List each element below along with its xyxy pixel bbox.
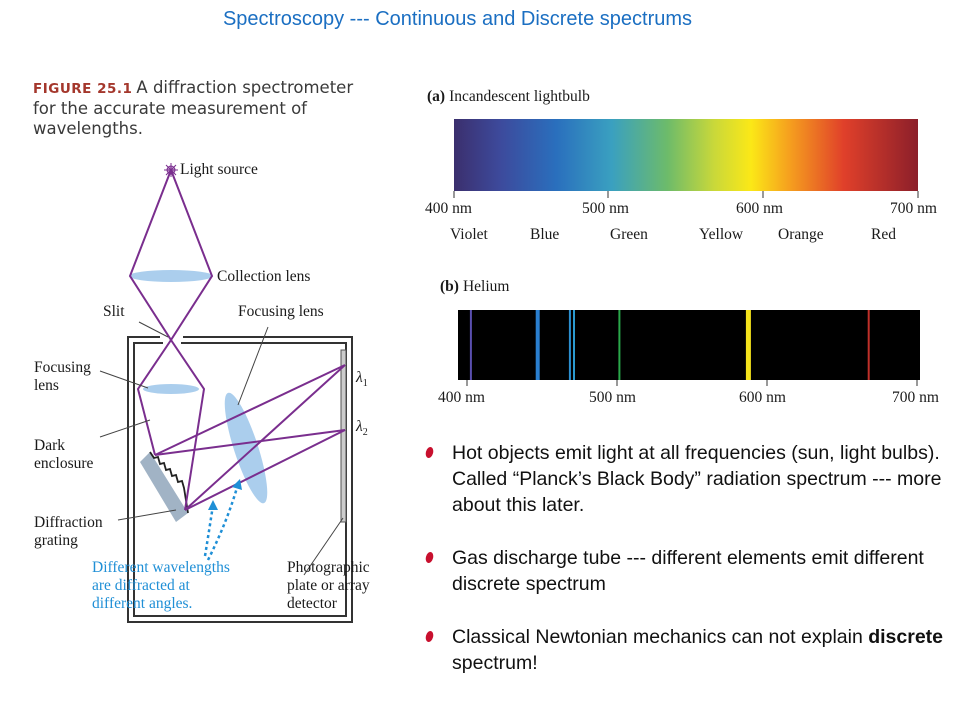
focusing-lens-right bbox=[224, 392, 268, 504]
label-focusing-lens-top: Focusing lens bbox=[238, 303, 324, 320]
leader-lines bbox=[99, 321, 344, 576]
helium-band bbox=[458, 310, 920, 380]
bullet-text: Gas discharge tube --- different element… bbox=[452, 547, 924, 595]
figure-caption-text: A diffraction spectrometer for the accur… bbox=[33, 78, 354, 138]
collection-lens bbox=[129, 270, 213, 282]
spectrometer-diagram bbox=[99, 163, 353, 623]
bullet-emphasis: discrete bbox=[868, 626, 944, 648]
dark-enclosure-box bbox=[127, 336, 353, 623]
emission-line bbox=[573, 310, 575, 380]
panel-a-tick-400: 400 nm bbox=[425, 200, 472, 217]
color-orange: Orange bbox=[778, 226, 824, 243]
label-different-wavelengths: Different wavelengths are diffracted at … bbox=[92, 559, 230, 612]
bullet-icon bbox=[425, 447, 434, 458]
slide-title: Spectroscopy --- Continuous and Discrete… bbox=[222, 8, 693, 30]
panel-b-tick-500: 500 nm bbox=[589, 389, 636, 406]
panel-a-tick-500: 500 nm bbox=[582, 200, 629, 217]
panel-a-title: (a)Incandescent lightbulb bbox=[427, 88, 590, 105]
bullet-item: Hot objects emit light at all frequencie… bbox=[425, 440, 945, 518]
figure-number: FIGURE 25.1 bbox=[33, 81, 133, 97]
photographic-plate bbox=[340, 349, 347, 523]
helium-spectrum bbox=[458, 310, 920, 386]
bullet-icon bbox=[425, 631, 434, 642]
bullet-icon bbox=[425, 552, 434, 563]
label-slit: Slit bbox=[103, 303, 125, 320]
panel-b-tick-400: 400 nm bbox=[438, 389, 485, 406]
label-focusing-lens-left: Focusing lens bbox=[34, 359, 91, 394]
panel-b-letter: (b) bbox=[440, 278, 459, 295]
label-light-source: Light source bbox=[180, 161, 258, 178]
wavelength-arrows bbox=[203, 483, 240, 561]
diffraction-grating bbox=[140, 451, 189, 522]
panel-a-letter: (a) bbox=[427, 88, 446, 105]
continuous-spectrum bbox=[453, 119, 919, 198]
emission-line bbox=[568, 310, 571, 380]
label-collection-lens: Collection lens bbox=[217, 268, 311, 285]
rainbow-band bbox=[454, 119, 918, 191]
label-photographic-plate: Photographic plate or array detector bbox=[287, 559, 370, 612]
label-diffraction-grating: Diffraction grating bbox=[34, 514, 103, 549]
emission-line bbox=[535, 310, 540, 380]
emission-line bbox=[469, 310, 472, 380]
bullet-text: Hot objects emit light at all frequencie… bbox=[452, 442, 942, 516]
emission-line bbox=[867, 310, 870, 380]
bullet-item: Classical Newtonian mechanics can not ex… bbox=[425, 624, 945, 676]
panel-a-tick-600: 600 nm bbox=[736, 200, 783, 217]
panel-a-tick-700: 700 nm bbox=[890, 200, 937, 217]
arrow-head-2 bbox=[232, 479, 242, 490]
color-violet: Violet bbox=[450, 226, 488, 243]
panel-b-title: (b)Helium bbox=[440, 278, 510, 295]
label-dark-enclosure: Dark enclosure bbox=[34, 437, 94, 472]
color-green: Green bbox=[610, 226, 648, 243]
color-red: Red bbox=[871, 226, 896, 243]
light-rays bbox=[128, 169, 346, 511]
bullet-item: Gas discharge tube --- different element… bbox=[425, 545, 945, 597]
focusing-lens-left bbox=[143, 384, 199, 394]
panel-b-tick-700: 700 nm bbox=[892, 389, 939, 406]
panel-b-tick-600: 600 nm bbox=[739, 389, 786, 406]
color-blue: Blue bbox=[530, 226, 560, 243]
arrow-head-1 bbox=[208, 500, 218, 510]
bullet-list: Hot objects emit light at all frequencie… bbox=[425, 440, 945, 703]
emission-line bbox=[745, 310, 751, 380]
bullet-text: Classical Newtonian mechanics can not ex… bbox=[452, 626, 944, 674]
color-yellow: Yellow bbox=[699, 226, 744, 243]
label-lambda-2: λ2 bbox=[356, 418, 368, 439]
label-lambda-1: λ1 bbox=[356, 369, 368, 390]
emission-line bbox=[618, 310, 621, 380]
